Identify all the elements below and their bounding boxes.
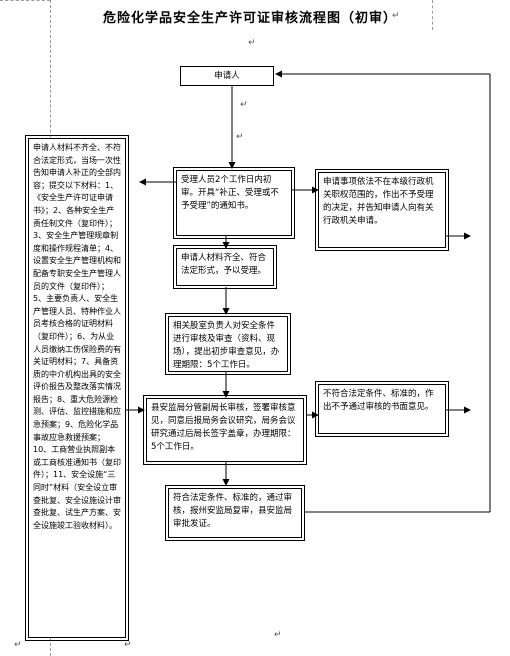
reject-box: 申请事项依法不在本级行政机关职权范围的，作出不予受理的决定，并告知申请人向有关行… bbox=[315, 169, 449, 251]
complete-box: 申请人材料齐全、符合法定形式，予以受理。 bbox=[173, 245, 277, 289]
applicant-box: 申请人 bbox=[180, 66, 274, 86]
reject-text: 申请事项依法不在本级行政机关职权范围的，作出不予受理的决定，并告知申请人向有关行… bbox=[323, 177, 434, 226]
materials-box: 申请人材料不齐全、不符合法定形式，当场一次性告知申请人补正的全部内容；提交以下材… bbox=[25, 135, 129, 641]
page-title: 危险化学品安全生产许可证审核流程图（初审） bbox=[102, 11, 397, 26]
paragraph-mark: ↵ bbox=[240, 100, 248, 110]
review-box: 相关股室负责人对安全条件进行审核及审查（资料、现场），提出初步审查意见，办理期限… bbox=[165, 313, 291, 375]
accept-text: 受理人员2个工作日内初审。开具“补正、受理或不予受理”的通知书。 bbox=[181, 175, 279, 211]
pass-box: 符合法定条件、标准的，通过审核，报州安监局复审，县安监局审批发证。 bbox=[165, 485, 305, 541]
accept-box: 受理人员2个工作日内初审。开具“补正、受理或不予受理”的通知书。 bbox=[173, 167, 295, 239]
paragraph-mark: ↵ bbox=[236, 132, 244, 142]
paragraph-mark: ↵ bbox=[392, 11, 400, 21]
not-meet-text: 不符合法定条件、标准的，作出不予通过审核的书面意见。 bbox=[323, 389, 434, 412]
margin-guide-right bbox=[432, 0, 433, 30]
pass-text: 符合法定条件、标准的，通过审核，报州安监局复审，县安监局审批发证。 bbox=[173, 493, 293, 529]
materials-text: 申请人材料不齐全、不符合法定形式，当场一次性告知申请人补正的全部内容；提交以下材… bbox=[33, 143, 121, 530]
not-meet-box: 不符合法定条件、标准的，作出不予通过审核的书面意见。 bbox=[315, 381, 449, 437]
leader-review-text: 县安监局分管副局长审核，签署审核意见，同意后报局务会议研究，局务会议研究通过后局… bbox=[151, 403, 296, 452]
applicant-label: 申请人 bbox=[214, 71, 240, 81]
complete-text: 申请人材料齐全、符合法定形式，予以受理。 bbox=[181, 253, 267, 276]
leader-review-box: 县安监局分管副局长审核，签署审核意见，同意后报局务会议研究，局务会议研究通过后局… bbox=[143, 395, 307, 465]
paragraph-mark: ↵ bbox=[124, 640, 132, 650]
margin-guide-top bbox=[0, 0, 50, 1]
review-text: 相关股室负责人对安全条件进行审核及审查（资料、现场），提出初步审查意见，办理期限… bbox=[173, 321, 280, 368]
paragraph-mark: ↵ bbox=[274, 630, 282, 640]
paragraph-mark: ↵ bbox=[248, 38, 256, 48]
paragraph-mark: ↵ bbox=[14, 640, 22, 650]
